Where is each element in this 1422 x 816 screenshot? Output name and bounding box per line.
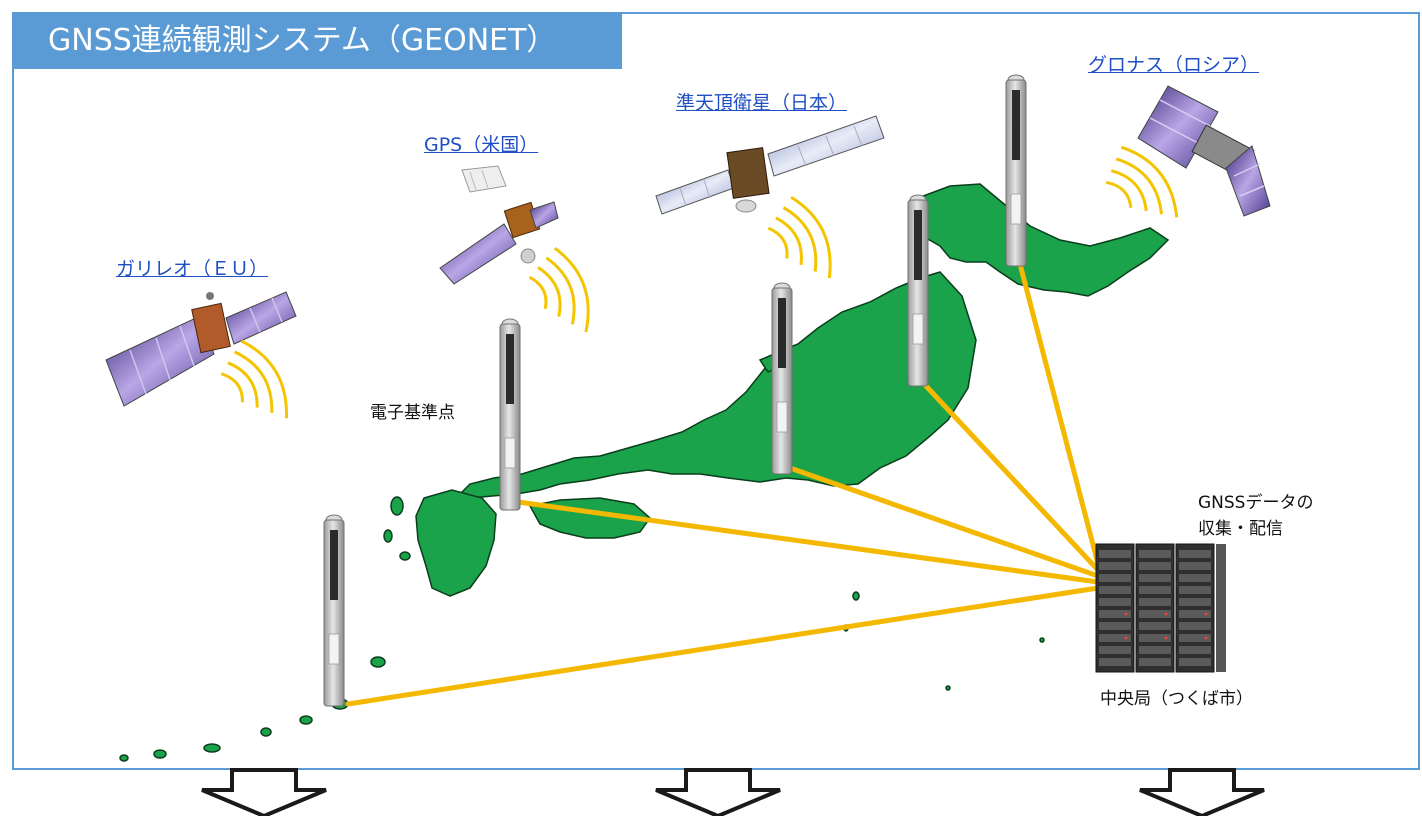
down-arrow-icon [1139, 768, 1265, 816]
hokkaido [911, 183, 1170, 297]
station-pole-icon [323, 514, 345, 707]
data-links [345, 261, 1101, 707]
link-kyushu [515, 499, 1101, 585]
japan-map [119, 183, 1170, 762]
gps-satellite-icon [439, 165, 559, 285]
satellite-label-galileo[interactable]: ガリレオ（ＥＵ） [116, 258, 269, 280]
station-pole-icon [907, 194, 929, 387]
server-rack-icon [1095, 543, 1226, 673]
down-arrows [201, 768, 1265, 816]
station-label: 電子基準点 [370, 403, 455, 423]
link-chubu [787, 465, 1101, 579]
link-hokkaido [1017, 261, 1101, 567]
galileo-satellite-icon [105, 291, 297, 407]
down-arrow-icon [655, 768, 781, 816]
station-pole-icon [1005, 74, 1027, 267]
link-tohoku [923, 383, 1101, 573]
satellite-label-glonass[interactable]: グロナス（ロシア） [1088, 54, 1260, 76]
signal-waves-icon [523, 242, 595, 342]
satellite-label-gps[interactable]: GPS（米国） [424, 134, 539, 156]
center-name: 中央局（つくば市） [1100, 689, 1253, 709]
signal-waves-icon [211, 331, 295, 436]
down-arrow-icon [201, 768, 327, 816]
glonass-satellite-icon [1137, 85, 1271, 217]
center-role-line2: 収集・配信 [1198, 519, 1283, 539]
diagram-title: GNSS連続観測システム（GEONET） [12, 12, 622, 69]
station-pole-icon [499, 318, 521, 511]
kyushu [415, 489, 497, 597]
honshu [458, 271, 977, 499]
station-pole-icon [771, 282, 793, 475]
satellite-label-qzss[interactable]: 準天頂衛星（日本） [676, 92, 848, 114]
link-okinawa [345, 585, 1101, 707]
center-role-line1: GNSSデータの [1198, 493, 1314, 513]
qzss-satellite-icon [655, 115, 885, 215]
signal-waves-icon [760, 189, 838, 292]
